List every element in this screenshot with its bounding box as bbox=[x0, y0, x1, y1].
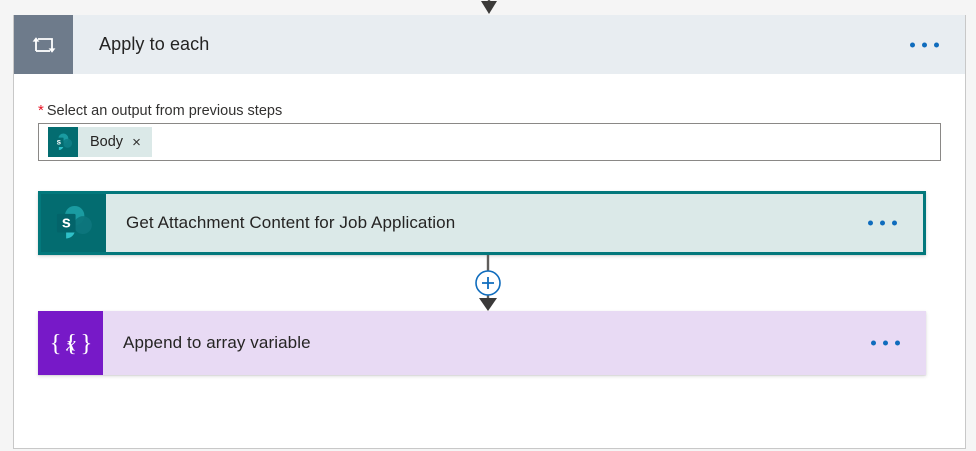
ellipsis-dot bbox=[880, 220, 885, 226]
ellipsis-dot bbox=[934, 42, 939, 47]
action-slot: { { x } Append to array variable bbox=[38, 311, 941, 375]
sharepoint-icon: s bbox=[48, 127, 78, 157]
incoming-arrow-icon bbox=[481, 0, 497, 14]
incoming-connector bbox=[0, 0, 976, 16]
svg-text:}: } bbox=[80, 330, 92, 357]
arrow-down-icon bbox=[479, 298, 497, 311]
ellipsis-dot bbox=[922, 42, 927, 47]
action-overflow-menu-icon[interactable] bbox=[864, 215, 901, 232]
ellipsis-dot bbox=[895, 340, 900, 346]
output-field-label-text: Select an output from previous steps bbox=[46, 103, 283, 119]
ellipsis-dot bbox=[892, 220, 897, 226]
ellipsis-dot bbox=[910, 42, 915, 47]
action-card-append-to-array-variable[interactable]: { { x } Append to array variable bbox=[38, 311, 926, 375]
scope-body: * Select an output from previous steps s… bbox=[14, 75, 965, 375]
svg-text:{: { bbox=[65, 330, 77, 357]
loop-foreach-icon bbox=[14, 15, 73, 74]
ellipsis-dot bbox=[883, 340, 888, 346]
scope-overflow-menu-icon[interactable] bbox=[906, 36, 943, 53]
action-body: Append to array variable bbox=[103, 311, 926, 375]
plus-icon bbox=[482, 277, 494, 289]
svg-text:x: x bbox=[65, 332, 76, 356]
variables-braces-x-icon: { { x } bbox=[38, 311, 103, 375]
svg-text:s: s bbox=[57, 137, 62, 146]
action-slot: s Get Attachment Content for Job Applica… bbox=[38, 191, 941, 255]
token-chip-body[interactable]: s Body × bbox=[48, 127, 152, 157]
select-output-input[interactable]: s Body × bbox=[38, 123, 941, 161]
action-connector bbox=[38, 255, 926, 311]
action-overflow-menu-icon[interactable] bbox=[867, 335, 904, 352]
sharepoint-icon: s bbox=[41, 194, 106, 252]
ellipsis-dot bbox=[871, 340, 876, 346]
scope-title: Apply to each bbox=[99, 34, 210, 54]
action-body: Get Attachment Content for Job Applicati… bbox=[106, 194, 923, 252]
output-field-label: * Select an output from previous steps bbox=[38, 103, 941, 119]
apply-to-each-scope[interactable]: Apply to each * Select an output from pr… bbox=[13, 15, 966, 449]
action-title: Append to array variable bbox=[123, 333, 311, 352]
svg-text:s: s bbox=[61, 213, 70, 231]
scope-header[interactable]: Apply to each bbox=[14, 15, 965, 75]
ellipsis-dot bbox=[868, 220, 873, 226]
token-chip-label: Body bbox=[90, 134, 124, 150]
svg-text:{: { bbox=[49, 330, 61, 357]
token-remove-icon[interactable]: × bbox=[132, 133, 141, 151]
required-asterisk: * bbox=[38, 102, 44, 119]
action-title: Get Attachment Content for Job Applicati… bbox=[126, 213, 456, 232]
action-card-get-attachment-content[interactable]: s Get Attachment Content for Job Applica… bbox=[38, 191, 926, 255]
